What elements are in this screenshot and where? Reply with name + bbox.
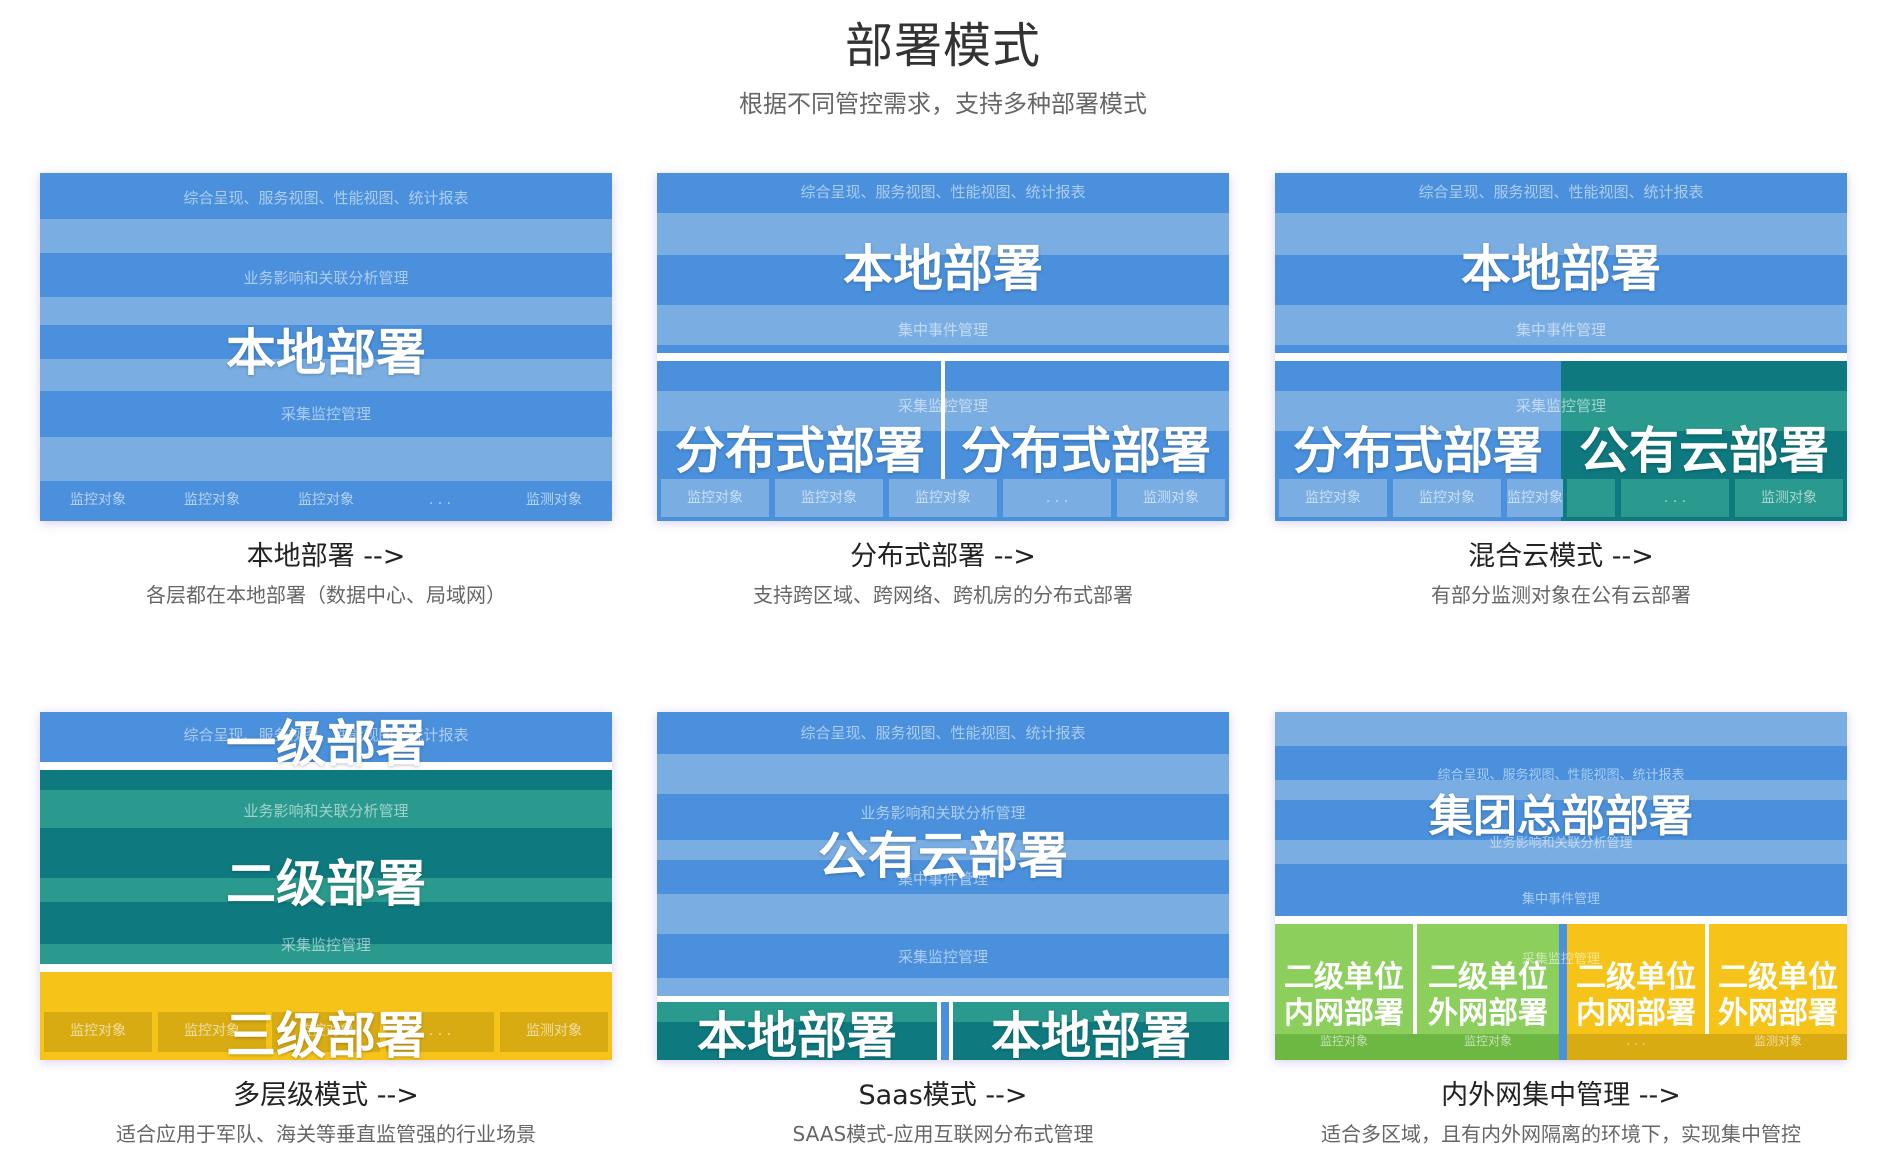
detect-box: 监测对象	[1753, 1034, 1802, 1048]
monitor-box: 监控对象	[889, 479, 997, 517]
ellipsis-box: . . .	[386, 481, 494, 519]
monitor-box: 监控对象	[158, 1012, 266, 1052]
card-title[interactable]: 分布式部署 -->	[850, 541, 1036, 572]
label-distributed-right: 分布式部署	[961, 422, 1211, 480]
card-desc: 适合应用于军队、海关等垂直监管强的行业场景	[116, 1122, 536, 1146]
unit-1-line1: 二级单位	[1284, 960, 1404, 995]
label-local-deploy: 本地部署	[843, 240, 1043, 298]
ellipsis-box: . . .	[1626, 1034, 1646, 1048]
layer-business: 业务影响和关联分析管理	[860, 804, 1026, 822]
unit-2-line1: 二级单位	[1428, 960, 1548, 995]
label-public-cloud: 公有云部署	[818, 827, 1068, 885]
label-group-hq: 集团总部部署	[1429, 791, 1693, 842]
card-desc: SAAS模式-应用互联网分布式管理	[792, 1122, 1094, 1146]
label-level-1: 一级部署	[226, 715, 426, 773]
label-level-3: 三级部署	[226, 1007, 426, 1060]
monitor-box: 监控对象	[44, 481, 152, 519]
diagram-hybrid-cloud: 综合呈现、服务视图、性能视图、统计报表 本地部署 集中事件管理 采集监控管理 分…	[1275, 173, 1847, 521]
label-local-deploy: 本地部署	[1461, 240, 1661, 298]
diagram-intranet-extranet: 综合呈现、服务视图、性能视图、统计报表 集团总部部署 业务影响和关联分析管理 集…	[1275, 712, 1847, 1060]
layer-business: 业务影响和关联分析管理	[243, 269, 409, 287]
layer-collect: 采集监控管理	[1521, 952, 1600, 967]
monitor-box: 监控对象	[272, 1012, 380, 1052]
monitor-box: 监控对象	[272, 481, 380, 519]
label-distributed-left: 分布式部署	[675, 422, 925, 480]
page-subtitle: 根据不同管控需求，支持多种部署模式	[739, 90, 1147, 118]
label-level-2: 二级部署	[226, 855, 426, 913]
card-saas[interactable]: 综合呈现、服务视图、性能视图、统计报表 业务影响和关联分析管理 公有云部署 集中…	[657, 712, 1229, 1148]
diagram-saas: 综合呈现、服务视图、性能视图、统计报表 业务影响和关联分析管理 公有云部署 集中…	[657, 712, 1229, 1060]
layer-collect: 采集监控管理	[897, 948, 988, 966]
label-local-deploy: 本地部署	[226, 324, 426, 382]
label-local-right: 本地部署	[991, 1007, 1191, 1060]
layer-presentation: 综合呈现、服务视图、性能视图、统计报表	[800, 724, 1086, 742]
detect-box: 监测对象	[500, 481, 608, 519]
monitor-box: 监控对象	[1507, 479, 1563, 517]
layer-collect: 采集监控管理	[897, 397, 988, 415]
card-title[interactable]: 混合云模式 -->	[1468, 541, 1654, 572]
card-desc: 支持跨区域、跨网络、跨机房的分布式部署	[753, 583, 1133, 607]
ellipsis-box: . . .	[1621, 479, 1729, 517]
layer-event: 集中事件管理	[897, 870, 988, 888]
layer-presentation: 综合呈现、服务视图、性能视图、统计报表	[1437, 768, 1685, 783]
ellipsis-box: . . .	[1003, 479, 1111, 517]
detect-box: 监测对象	[1735, 479, 1843, 517]
layer-presentation: 综合呈现、服务视图、性能视图、统计报表	[800, 183, 1086, 201]
card-desc: 各层都在本地部署（数据中心、局域网）	[146, 583, 506, 607]
layer-presentation: 综合呈现、服务视图、性能视图、统计报表	[183, 189, 469, 207]
diagram-multi-level: 综合呈现、服务视图、性能视图、统计报表 一级部署 业务影响和关联分析管理 二级部…	[40, 712, 612, 1060]
unit-2-line2: 外网部署	[1428, 996, 1548, 1031]
monitor-box: 监控对象	[1463, 1034, 1512, 1048]
layer-event: 集中事件管理	[1521, 892, 1600, 907]
monitor-box: 监控对象	[1393, 479, 1501, 517]
unit-3-line2: 内网部署	[1576, 996, 1696, 1031]
layer-collect: 采集监控管理	[280, 936, 371, 954]
monitor-box: 监控对象	[775, 479, 883, 517]
monitor-box: 监控对象	[158, 481, 266, 519]
layer-presentation: 综合呈现、服务视图、性能视图、统计报表	[183, 726, 469, 744]
monitor-box: 监控对象	[1319, 1034, 1368, 1048]
layer-presentation: 综合呈现、服务视图、性能视图、统计报表	[1418, 183, 1704, 201]
card-title[interactable]: 多层级模式 -->	[233, 1080, 419, 1111]
unit-1-line2: 内网部署	[1284, 996, 1404, 1031]
card-local-deploy[interactable]: 综合呈现、服务视图、性能视图、统计报表 业务影响和关联分析管理 本地部署 采集监…	[40, 173, 612, 609]
card-intranet-extranet[interactable]: 综合呈现、服务视图、性能视图、统计报表 集团总部部署 业务影响和关联分析管理 集…	[1275, 712, 1847, 1148]
monitor-box: 监控对象	[661, 479, 769, 517]
card-title[interactable]: 内外网集中管理 -->	[1441, 1080, 1681, 1111]
unit-4-line1: 二级单位	[1718, 960, 1838, 995]
monitor-box: 监控对象	[1279, 479, 1387, 517]
card-hybrid-cloud[interactable]: 综合呈现、服务视图、性能视图、统计报表 本地部署 集中事件管理 采集监控管理 分…	[1275, 173, 1847, 609]
diagram-distributed-deploy: 综合呈现、服务视图、性能视图、统计报表 本地部署 集中事件管理 采集监控管理 分…	[657, 173, 1229, 521]
layer-event: 集中事件管理	[1515, 321, 1606, 339]
card-title[interactable]: 本地部署 -->	[246, 541, 406, 572]
card-desc: 适合多区域，且有内外网隔离的环境下，实现集中管控	[1321, 1122, 1801, 1146]
card-title[interactable]: Saas模式 -->	[858, 1080, 1028, 1111]
page-title: 部署模式	[844, 18, 1041, 74]
card-distributed-deploy[interactable]: 综合呈现、服务视图、性能视图、统计报表 本地部署 集中事件管理 采集监控管理 分…	[657, 173, 1229, 609]
diagram-local-deploy: 综合呈现、服务视图、性能视图、统计报表 业务影响和关联分析管理 本地部署 采集监…	[40, 173, 612, 521]
unit-3-line1: 二级单位	[1576, 960, 1696, 995]
card-desc: 有部分监测对象在公有云部署	[1431, 583, 1691, 607]
monitor-box: 监控对象	[44, 1012, 152, 1052]
label-local-left: 本地部署	[697, 1007, 897, 1060]
detect-box: 监测对象	[500, 1012, 608, 1052]
layer-collect: 采集监控管理	[280, 405, 371, 423]
page-header: 部署模式 根据不同管控需求，支持多种部署模式	[0, 14, 1886, 120]
layer-event: 集中事件管理	[897, 321, 988, 339]
card-multi-level[interactable]: 综合呈现、服务视图、性能视图、统计报表 一级部署 业务影响和关联分析管理 二级部…	[40, 712, 612, 1148]
ellipsis-box: . . .	[386, 1012, 494, 1052]
unit-4-line2: 外网部署	[1718, 996, 1838, 1031]
layer-collect: 采集监控管理	[1515, 397, 1606, 415]
layer-business: 业务影响和关联分析管理	[243, 802, 409, 820]
label-distributed: 分布式部署	[1293, 422, 1543, 480]
detect-box: 监测对象	[1117, 479, 1225, 517]
layer-business: 业务影响和关联分析管理	[1489, 836, 1633, 851]
label-public-cloud: 公有云部署	[1579, 422, 1829, 480]
monitor-box-partial	[1567, 479, 1615, 517]
